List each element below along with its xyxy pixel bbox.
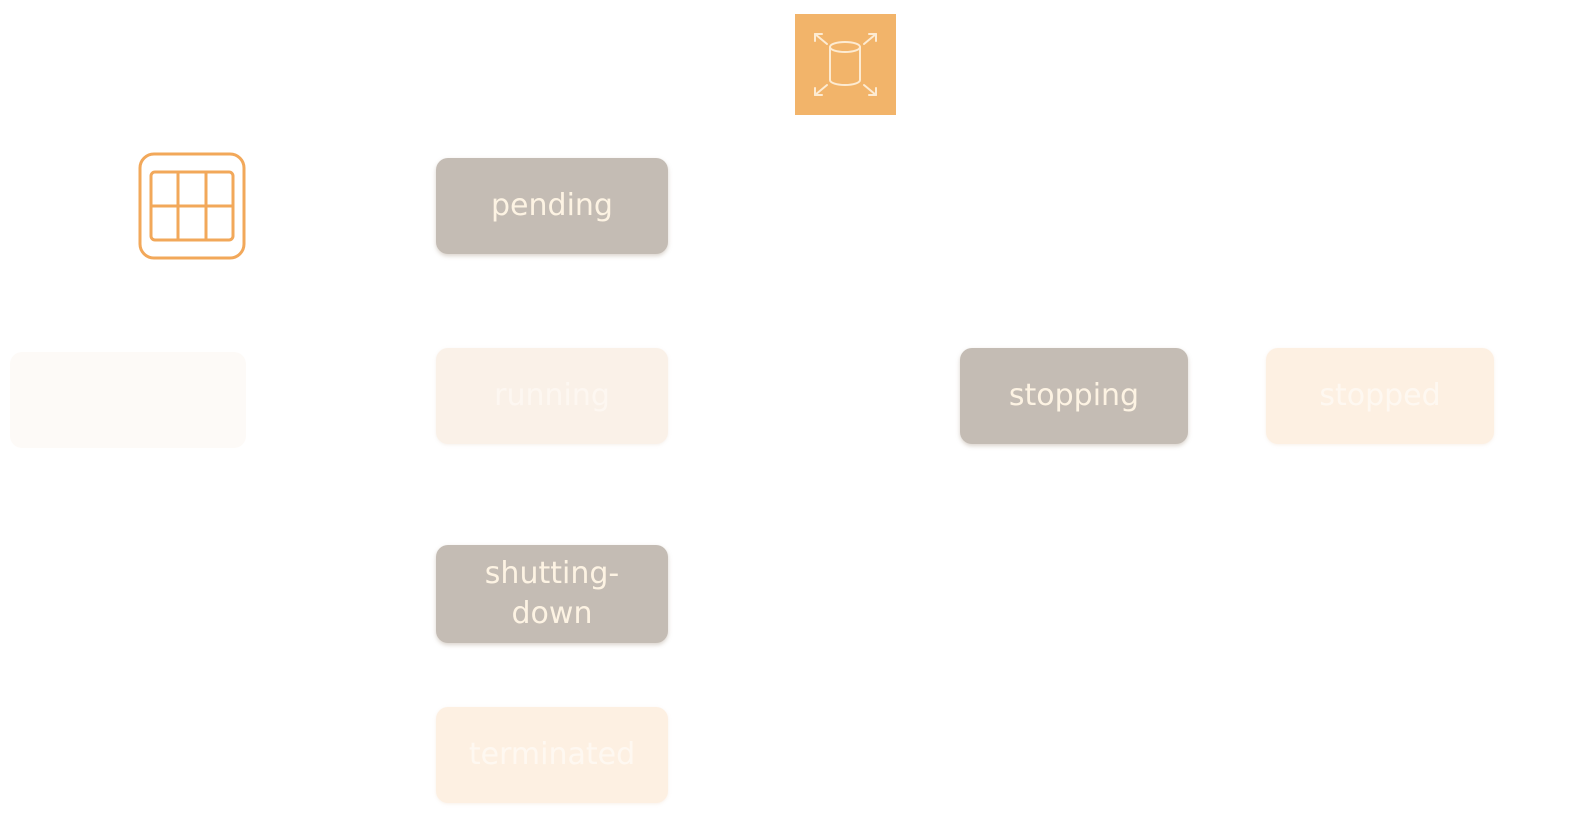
state-node-stopping: stopping (960, 348, 1188, 444)
state-label-running: running (494, 378, 610, 413)
state-label-stopped: stopped (1319, 378, 1441, 413)
state-node-faint-left (10, 352, 246, 448)
state-node-stopped: stopped (1266, 348, 1494, 444)
state-label-stopping: stopping (1008, 378, 1140, 413)
state-node-pending: pending (436, 158, 668, 254)
state-label-terminated: terminated (468, 737, 636, 772)
state-node-shutting-down: shutting-down (436, 545, 668, 643)
state-label-pending: pending (491, 188, 613, 223)
state-node-running: running (436, 348, 668, 444)
ec2-instance-icon (795, 14, 896, 115)
state-label-shutting-down: shutting-down (484, 556, 620, 631)
instance-grid-icon (138, 152, 246, 260)
state-node-terminated: terminated (436, 707, 668, 803)
